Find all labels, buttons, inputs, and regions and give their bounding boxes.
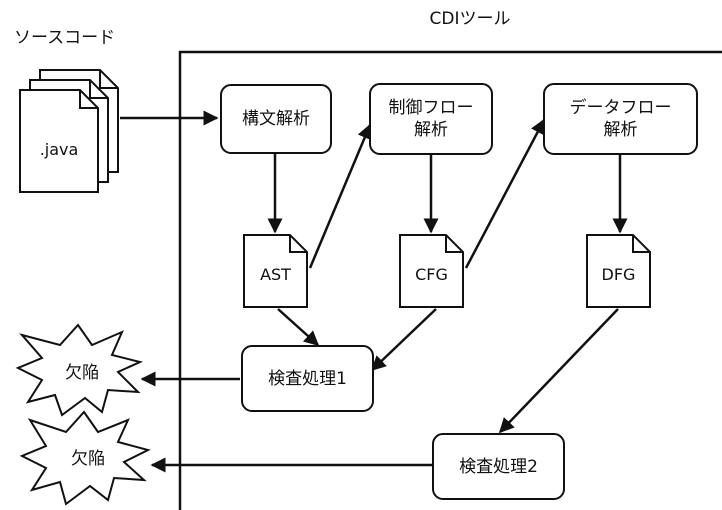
inspection-2-label: 検査処理2	[459, 456, 538, 477]
syntax-analysis-label: 構文解析	[242, 109, 310, 129]
control-flow-analysis-line1: 制御フロー	[388, 98, 474, 118]
arrow-cfg-to-inspection1	[370, 308, 437, 372]
defect-burst-icon-2	[19, 410, 151, 506]
arrow-dfg-to-inspection2	[498, 308, 619, 434]
tool-label: CDIツール	[429, 9, 511, 29]
cfg-label: CFG	[415, 265, 448, 284]
ast-label: AST	[260, 265, 291, 284]
data-flow-analysis-line1: データフロー	[569, 98, 672, 118]
arrow-ast-to-control-flow	[308, 123, 372, 269]
inspection-1-box: 検査処理1	[241, 345, 374, 412]
inspection-2-box: 検査処理2	[432, 433, 565, 500]
cfg-document-icon	[399, 234, 464, 308]
dfg-label: DFG	[601, 265, 636, 284]
defect-burst-icon-1	[15, 323, 144, 417]
control-flow-analysis-line2: 解析	[414, 120, 448, 140]
tool-boundary	[178, 50, 722, 510]
inspection-1-label: 検査処理1	[268, 368, 347, 389]
syntax-analysis-box: 構文解析	[220, 84, 332, 154]
defect-2-label: 欠陥	[71, 449, 105, 469]
dfg-document-icon	[586, 234, 651, 308]
arrow-cfg-to-data-flow	[464, 118, 546, 269]
java-file-label: .java	[39, 140, 79, 159]
defect-1-label: 欠陥	[65, 363, 99, 383]
data-flow-analysis-box: データフロー 解析	[543, 83, 698, 155]
arrow-ast-to-inspection1	[277, 308, 320, 347]
control-flow-analysis-box: 制御フロー 解析	[369, 83, 493, 155]
source-file-stack-icon	[19, 69, 119, 193]
ast-document-icon	[243, 234, 308, 308]
data-flow-analysis-line2: 解析	[603, 120, 638, 140]
source-code-label: ソースコード	[14, 28, 116, 48]
